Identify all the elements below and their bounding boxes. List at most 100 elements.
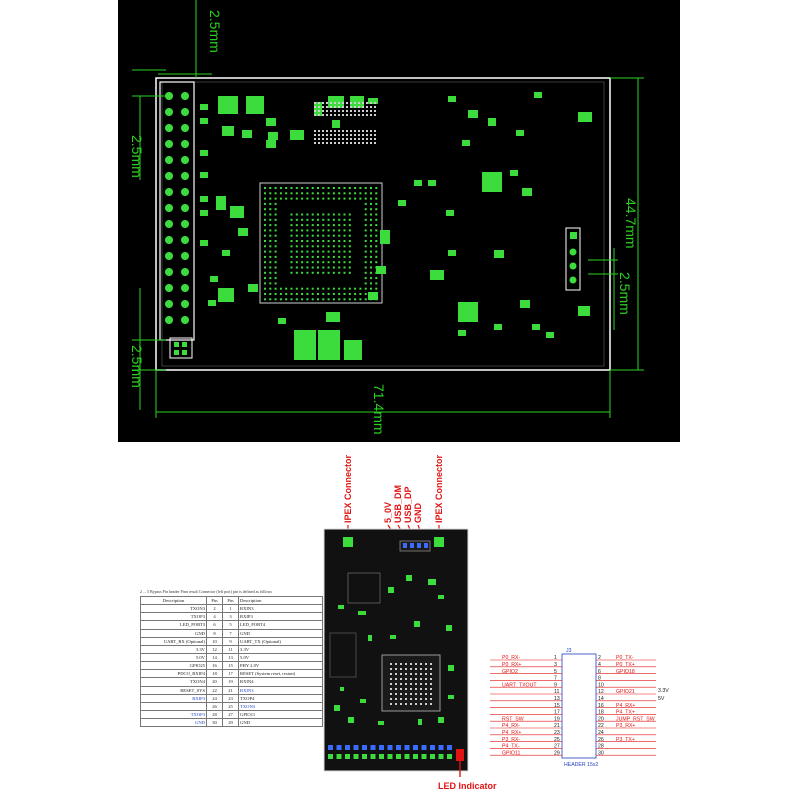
table-cell: UART_RX (Optional) — [140, 636, 207, 646]
header-pin — [396, 754, 401, 759]
bga-ball — [285, 197, 288, 200]
bga-ball — [420, 678, 422, 680]
bga-ball — [264, 208, 266, 211]
schematic-net-label: JUMP_RST_SW — [616, 716, 655, 722]
bga-ball — [332, 218, 335, 221]
bga-ball — [400, 683, 402, 685]
bga-ball — [274, 192, 277, 195]
table-cell: 25 — [222, 701, 239, 711]
bga-ball — [364, 197, 367, 200]
table-cell: GND — [140, 718, 207, 728]
schematic-net-label: P0_RX+ — [502, 662, 521, 668]
bga-ball — [301, 229, 304, 232]
bga-ball — [364, 240, 367, 242]
module-board — [323, 528, 469, 772]
bga-ball — [269, 266, 272, 269]
header-pad — [181, 284, 189, 292]
bga-ball — [311, 245, 314, 248]
via — [342, 102, 344, 104]
bga-ball — [264, 277, 266, 280]
bga-ball — [348, 261, 351, 264]
header-pin — [421, 754, 427, 759]
via — [338, 134, 340, 136]
bga-ball — [274, 298, 277, 301]
bga-ball — [332, 245, 335, 248]
bga-ball — [370, 245, 372, 248]
via — [354, 138, 356, 140]
via — [326, 142, 328, 144]
bga-ball — [322, 218, 325, 221]
passive-pad — [414, 180, 422, 186]
bga-ball — [301, 250, 304, 253]
bga-ball — [364, 229, 367, 232]
via — [338, 142, 340, 144]
bga-ball — [364, 298, 367, 301]
table-cell: 7 — [222, 628, 239, 638]
header-pad — [165, 268, 173, 276]
table-cell: GND — [238, 718, 323, 728]
table-cell: RESET (System reset, restart) — [238, 669, 323, 679]
bga-ball — [343, 224, 346, 227]
schematic-pin-number: 26 — [598, 737, 604, 743]
table-cell: 9 — [222, 636, 239, 646]
bga-ball — [317, 245, 319, 248]
bga-ball — [264, 240, 266, 242]
passive-pad — [520, 300, 530, 308]
bga-ball — [306, 213, 309, 216]
via — [358, 130, 360, 132]
bga-ball — [327, 213, 330, 216]
header-pad — [165, 156, 173, 164]
bga-ball — [370, 282, 372, 285]
schematic-pin-number: 16 — [598, 703, 604, 709]
bga-ball — [425, 673, 427, 675]
via — [374, 142, 376, 144]
via — [374, 110, 376, 112]
via — [334, 138, 336, 140]
passive-pad — [368, 292, 378, 300]
bga-ball — [306, 224, 309, 227]
passive-pad — [368, 98, 378, 104]
bga-ball — [338, 293, 341, 295]
bga-ball — [338, 213, 341, 216]
bga-ball — [279, 192, 282, 195]
via — [350, 130, 352, 132]
bga-ball — [420, 698, 422, 700]
bga-ball — [364, 250, 367, 253]
bga-ball — [306, 261, 309, 264]
table-cell: 24 — [206, 693, 223, 703]
passive-pad — [398, 200, 406, 206]
via — [342, 106, 344, 108]
via — [358, 134, 360, 136]
bga-ball — [348, 298, 351, 301]
corner-pad — [182, 342, 187, 347]
bga-ball — [364, 234, 367, 237]
bga-ball — [405, 668, 407, 670]
via — [366, 106, 368, 108]
bga-ball — [311, 224, 314, 227]
passive-pad — [348, 717, 354, 723]
bga-ball — [279, 187, 282, 189]
table-cell: TXON3 — [238, 701, 323, 711]
table-cell: TXOP4 — [238, 693, 323, 703]
bga-ball — [420, 688, 422, 690]
schematic-net-label: P3_RX- — [502, 737, 520, 743]
bga-ball — [322, 187, 325, 189]
bga-ball — [395, 668, 397, 670]
header-pad — [181, 268, 189, 276]
table-cell: RXIN3 — [238, 685, 323, 695]
passive-pad — [522, 188, 532, 196]
via — [370, 114, 372, 116]
table-cell: LED_PORT3 — [140, 620, 207, 630]
bga-ball — [338, 255, 341, 258]
schematic-net-label: UART_TXOUT — [502, 682, 537, 688]
bga-ball — [322, 224, 325, 227]
dim-top-margin: 2.5mm — [207, 10, 223, 53]
bga-ball — [390, 703, 392, 705]
passive-pad — [314, 102, 322, 116]
bga-ball — [348, 240, 351, 242]
via — [322, 102, 324, 104]
bga-ball — [295, 197, 298, 200]
bga-ball — [295, 213, 298, 216]
bga-ball — [306, 229, 309, 232]
